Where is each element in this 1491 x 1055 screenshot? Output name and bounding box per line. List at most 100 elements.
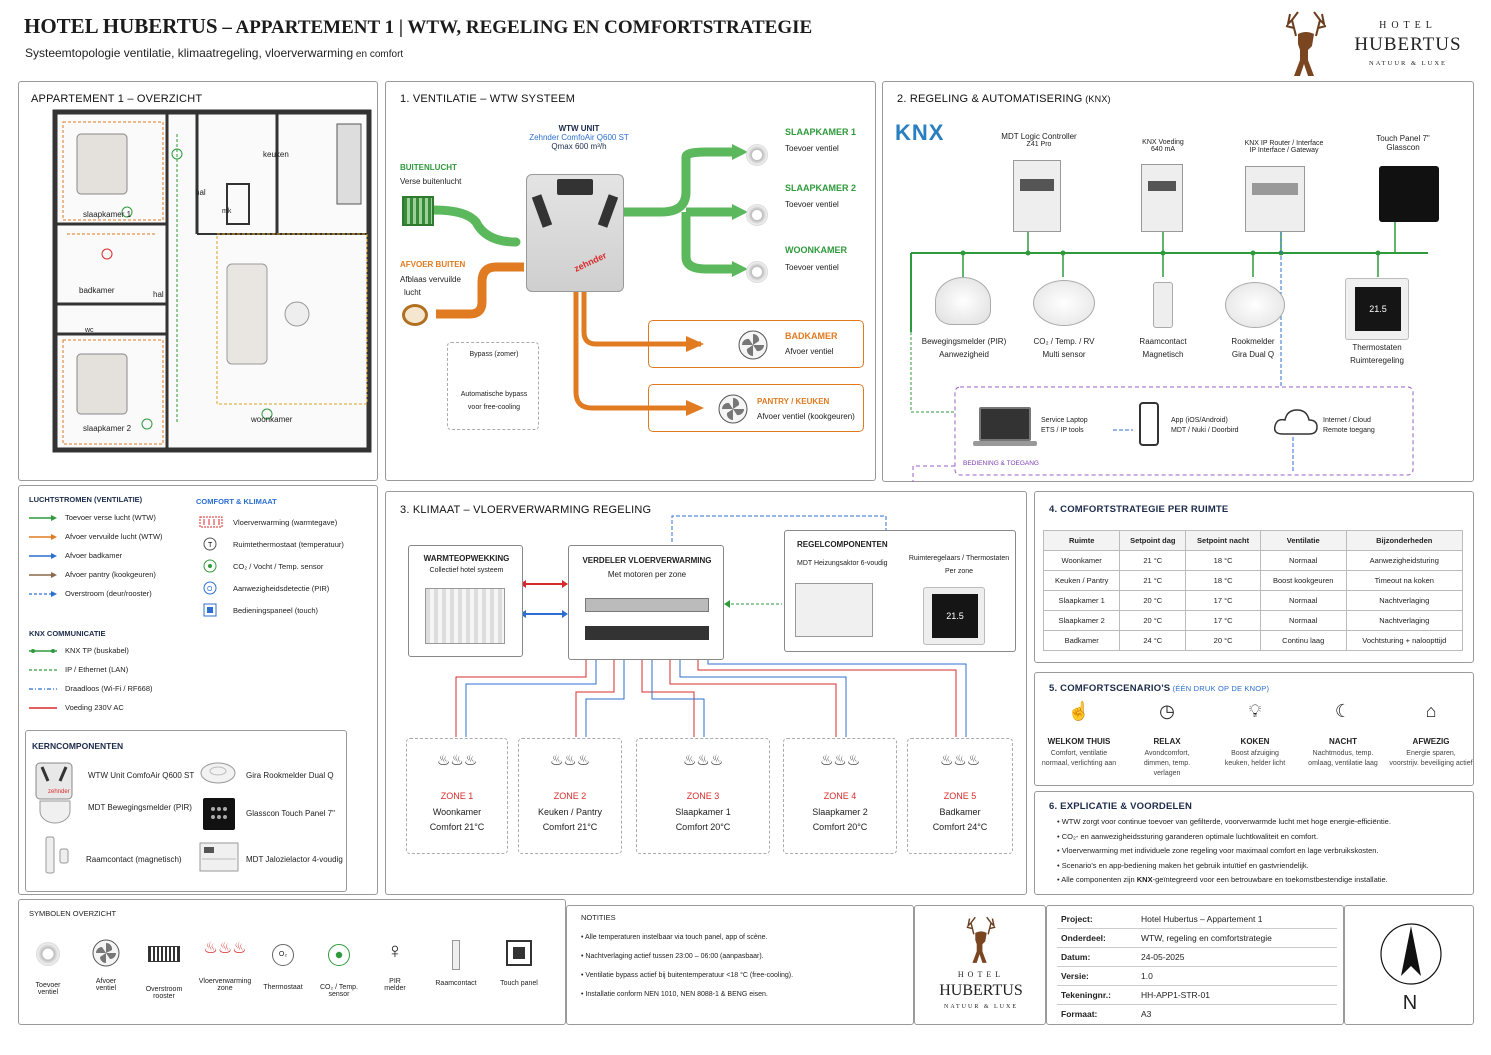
strategy-title: 4. COMFORTSTRATEGIE PER RUIMTE: [1049, 504, 1229, 515]
wtw-in-title: BUITENLUCHT: [400, 163, 457, 172]
supply-valve-icon: [746, 204, 768, 226]
zone-box: ♨♨♨ ZONE 3 Slaapkamer 1 Comfort 20°C: [636, 738, 770, 854]
overview-panel: APPARTEMENT 1 – OVERZICHT slaapkamer 1 h…: [18, 81, 378, 481]
bypass-box: Bypass (zomer) Automatische bypass voor …: [447, 342, 539, 430]
wtw-in-sub: Verse buitenlucht: [400, 177, 462, 186]
touch-panel-icon: [203, 798, 235, 830]
room-mk: mk: [222, 208, 232, 215]
fan-valve-icon: [738, 330, 768, 360]
zone-box: ♨♨♨ ZONE 4 Slaapkamer 2 Comfort 20°C: [783, 738, 897, 854]
legend-knx-list: KNX TP (buskabel) IP / Ethernet (LAN) Dr…: [29, 641, 199, 717]
house-icon: ⌂: [1425, 701, 1437, 721]
legend-comfort-item: Bedieningspaneel (touch): [199, 599, 374, 621]
list-item: Nachtverlaging actief tussen 23:00 – 06:…: [581, 947, 911, 966]
supply-room-sub: Toevoer ventiel: [785, 263, 839, 272]
wtw-out-sub2: lucht: [404, 288, 421, 297]
scenarios-panel: 5. COMFORTSCENARIO'S (ÉÉN DRUK OP DE KNO…: [1034, 672, 1474, 786]
room-wc: wc: [85, 327, 94, 334]
knx-logo: KNX: [895, 120, 945, 145]
pir-bulb-icon: ♀: [386, 938, 404, 963]
list-item: Alle componenten zijn KNX-geïntegreerd v…: [1057, 873, 1467, 888]
smartphone-icon: [1139, 402, 1159, 446]
thermostat-device: 21.5: [1345, 278, 1409, 340]
legend-vent-list: Toevoer verse lucht (WTW) Afvoer vervuil…: [29, 508, 199, 603]
thermostat-display: 21.5: [1355, 287, 1401, 331]
zone-room: Woonkamer: [432, 807, 482, 817]
footer-logo-line1: HOTEL: [957, 970, 1005, 979]
compass-label: N: [1402, 992, 1418, 1014]
zone-comfort: Comfort 20°C: [812, 822, 868, 832]
laptop-icon: [979, 407, 1031, 441]
extract-room-title: PANTRY / KEUKEN: [757, 397, 830, 406]
heating-actuator-icon: [795, 583, 873, 637]
room-hal-1: hal: [195, 188, 206, 197]
legend-panel: LUCHTSTROMEN (VENTILATIE) Toevoer verse …: [18, 485, 378, 895]
floor-heating-icon: ♨♨♨: [436, 752, 478, 769]
kern-item: Raamcontact (magnetisch): [86, 855, 182, 864]
co2-sensor-icon: [1033, 280, 1095, 326]
control-box: REGELCOMPONENTEN MDT Heizungsaktor 6-vou…: [784, 530, 1016, 652]
list-item: WTW zorgt voor continue toevoer van gefi…: [1057, 815, 1467, 830]
room-slaapkamer-1: slaapkamer 1: [83, 210, 132, 219]
heat-source-box: WARMTEOPWEKKING Collectief hotel systeem: [408, 545, 523, 657]
kern-item: Glasscon Touch Panel 7": [246, 809, 335, 818]
fan-valve-icon: [718, 394, 748, 424]
thermostat-icon: O₂: [272, 944, 294, 966]
room-badkamer: badkamer: [79, 286, 115, 295]
page-title: HOTEL HUBERTUS – APPARTEMENT 1 | WTW, RE…: [24, 14, 813, 38]
touch-panel-icon: [203, 603, 217, 617]
supply-room-title: WOONKAMER: [785, 245, 847, 255]
kern-title: KERNCOMPONENTEN: [32, 741, 124, 751]
zone-room: Keuken / Pantry: [537, 807, 603, 817]
zone-box: ♨♨♨ ZONE 2 Keuken / Pantry Comfort 21°C: [518, 738, 622, 854]
supply-room-title: SLAAPKAMER 1: [785, 127, 857, 137]
window-contact-icon: [452, 940, 460, 970]
north-arrow-icon: [1380, 923, 1442, 985]
bypass-title: Bypass (zomer): [469, 351, 519, 358]
smoke-detector-icon: [1225, 282, 1285, 328]
legend-comfort-title: COMFORT & KLIMAAT: [196, 497, 277, 506]
room-keuken: keuken: [263, 150, 289, 159]
heat-title: WARMTEOPWEKKING: [423, 554, 510, 563]
window-contact-icon: [45, 836, 69, 874]
supply-valve-icon: [36, 942, 60, 966]
extract-pantry-box: PANTRY / KEUKEN Afvoer ventiel (kookgeur…: [648, 384, 864, 432]
legend-vent-item: Toevoer verse lucht (WTW): [29, 508, 199, 527]
legend-knx-item: Draadloos (Wi-Fi / RF668): [29, 684, 153, 693]
extract-room-sub: Afvoer ventiel: [785, 347, 834, 356]
zone-room: Slaapkamer 1: [675, 807, 731, 817]
wtw-out-sub1: Afblaas vervuilde: [400, 275, 461, 284]
zone-box: ♨♨♨ ZONE 5 Badkamer Comfort 24°C: [907, 738, 1013, 854]
svg-text:O: O: [207, 586, 213, 593]
supply-room-title: SLAAPKAMER 2: [785, 183, 857, 193]
footer-logo-line3: NATUUR & LUXE: [944, 1004, 1018, 1010]
zone-thermostat-display: 21.5: [932, 594, 978, 638]
notes-title: NOTITIES: [581, 913, 616, 922]
zone-room: Slaapkamer 2: [812, 807, 868, 817]
manifold-icon: [585, 598, 709, 612]
notes-panel: NOTITIES Alle temperaturen instelbaar vi…: [566, 905, 914, 1025]
extract-room-title: BADKAMER: [785, 331, 838, 341]
zone-comfort: Comfort 21°C: [429, 822, 485, 832]
legend-comfort-item: Vloerverwarming (warmtegave): [199, 511, 374, 533]
symbols-title: SYMBOLEN OVERZICHT: [29, 909, 117, 918]
kern-item: WTW Unit ComfoAir Q600 ST: [88, 771, 195, 780]
pir-sensor-icon: [39, 800, 71, 824]
